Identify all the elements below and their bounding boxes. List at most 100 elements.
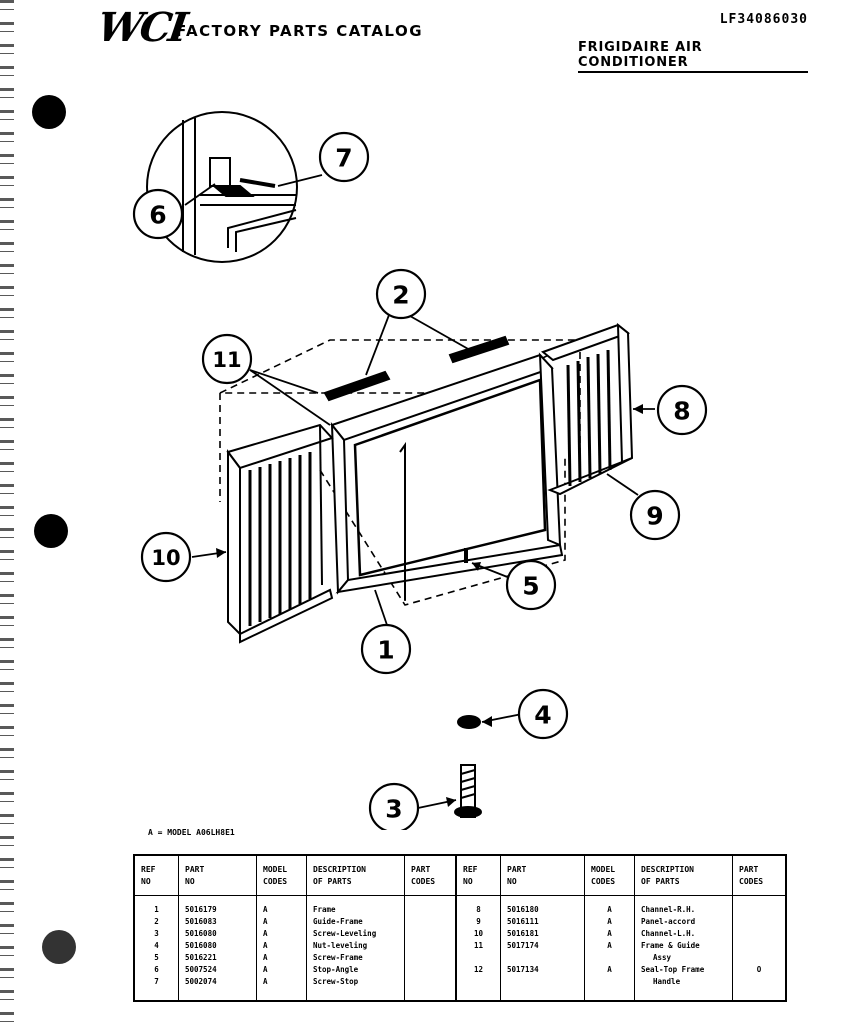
table-cell: Channel-L.H.: [641, 929, 696, 938]
table-cell: [585, 952, 634, 964]
table-cell: 6: [154, 965, 159, 974]
table-cell: [733, 952, 785, 964]
table-cell: 5: [154, 953, 159, 962]
binder-hole-middle: [34, 514, 68, 548]
document-code: LF34086030: [719, 12, 808, 27]
table-cell: 9: [476, 917, 481, 926]
detail-inset-circle: [146, 111, 298, 263]
callout-8: 8: [673, 397, 690, 426]
callout-circle-7: [318, 131, 370, 183]
table-cell: 5016083: [185, 917, 217, 926]
col-model-codes-right: MODEL CODES A A A A A: [585, 856, 635, 1000]
table-cell: Handle: [653, 977, 681, 986]
table-cell: A: [607, 965, 612, 974]
table-cell: 2: [154, 917, 159, 926]
table-cell: 5016111: [507, 917, 539, 926]
header-part-codes-right: PART CODES: [733, 856, 785, 896]
table-cell: 3: [154, 929, 159, 938]
catalog-title: FACTORY PARTS CATALOG: [176, 22, 424, 40]
callout-10: 10: [151, 546, 180, 570]
callout-circle-10: [140, 531, 192, 583]
table-cell: 12: [473, 965, 484, 974]
table-cell: 5017134: [507, 965, 539, 974]
table-cell: A: [263, 929, 268, 938]
header-part-no: PART NO: [179, 856, 256, 896]
callout-circle-1: [360, 623, 412, 675]
table-cell: A: [263, 965, 268, 974]
table-cell: Screw-Frame: [313, 953, 363, 962]
table-cell: Stop-Angle: [313, 965, 359, 974]
top-guide-left: [323, 370, 391, 402]
table-cell: [733, 916, 785, 928]
leader-lines: [184, 174, 655, 809]
table-cell: O: [756, 965, 762, 974]
table-cell: 5016080: [185, 929, 217, 938]
table-cell: Screw-Stop: [313, 977, 359, 986]
header-ref-no: REF NO: [135, 856, 178, 896]
header-description: DESCRIPTION OF PARTS: [307, 856, 404, 896]
table-cell: 1: [154, 905, 159, 914]
table-cell: A: [263, 977, 268, 986]
table-cell: A: [607, 917, 612, 926]
exploded-parts-diagram: 1 2 3 4 5 6 7 8 9 10 11: [132, 111, 708, 830]
callout-6: 6: [149, 201, 166, 230]
product-name: FRIGIDAIRE AIR CONDITIONER: [578, 40, 808, 73]
callout-circle-11: [201, 333, 253, 385]
header-description-right: DESCRIPTION OF PARTS: [635, 856, 732, 896]
leveling-screw: [454, 764, 482, 818]
col-part-codes-right: PART CODES O: [733, 856, 785, 1000]
callout-circle-6: [132, 188, 184, 240]
callout-11: 11: [212, 348, 241, 372]
table-cell: A: [607, 905, 612, 914]
col-ref-no: REF NO 1 2 3 4 5 6 7: [135, 856, 179, 1000]
binder-hole-bottom: [42, 930, 76, 964]
callout-circle-9: [629, 489, 681, 541]
leader-arrowheads: [216, 404, 643, 807]
callout-7: 7: [335, 144, 352, 173]
table-cell: A: [263, 905, 268, 914]
table-cell: A: [263, 917, 268, 926]
table-cell: [501, 976, 584, 988]
table-cell: 5017174: [507, 941, 539, 950]
callout-5: 5: [522, 572, 539, 601]
callout-3: 3: [385, 795, 402, 824]
table-cell: [457, 976, 500, 988]
table-cell: A: [263, 953, 268, 962]
callout-circle-5: [505, 559, 557, 611]
leveling-nut: [457, 715, 481, 729]
table-cell: Nut-leveling: [313, 941, 368, 950]
table-cell: Frame & Guide: [641, 941, 700, 950]
left-side-panel: [226, 423, 334, 644]
table-cell: 5016080: [185, 941, 217, 950]
callout-2: 2: [392, 281, 409, 310]
table-cell: [457, 952, 500, 964]
callout-circle-2: [375, 268, 427, 320]
table-cell: 5016179: [185, 905, 217, 914]
table-cell: Panel-accord: [641, 917, 696, 926]
col-model-codes: MODEL CODES A A A A A A A: [257, 856, 307, 1000]
table-cell: 11: [473, 941, 484, 950]
callout-4: 4: [534, 701, 551, 730]
table-cell: 5016180: [507, 905, 539, 914]
table-cell: 4: [154, 941, 159, 950]
table-cell: [501, 952, 584, 964]
table-cell: A: [263, 941, 268, 950]
callout-9: 9: [646, 502, 663, 531]
binder-hole-top: [32, 95, 66, 129]
header-part-no-right: PART NO: [501, 856, 584, 896]
table-cell: [585, 976, 634, 988]
header-ref-no-right: REF NO: [457, 856, 500, 896]
callout-circle-4: [517, 688, 569, 740]
header-model-codes: MODEL CODES: [257, 856, 306, 896]
callout-circle-8: [656, 384, 708, 436]
table-cell: Seal-Top Frame: [641, 965, 705, 974]
detail-inset-drawing: [182, 118, 297, 255]
table-cell: 5007524: [185, 965, 217, 974]
header-part-codes: PART CODES: [405, 856, 455, 896]
table-cell: 8: [476, 905, 481, 914]
scan-margin-band: [0, 0, 14, 1024]
table-cell: [405, 904, 455, 916]
front-frame: [330, 352, 564, 600]
table-cell: 10: [473, 929, 484, 938]
top-guide-right: [448, 335, 510, 364]
